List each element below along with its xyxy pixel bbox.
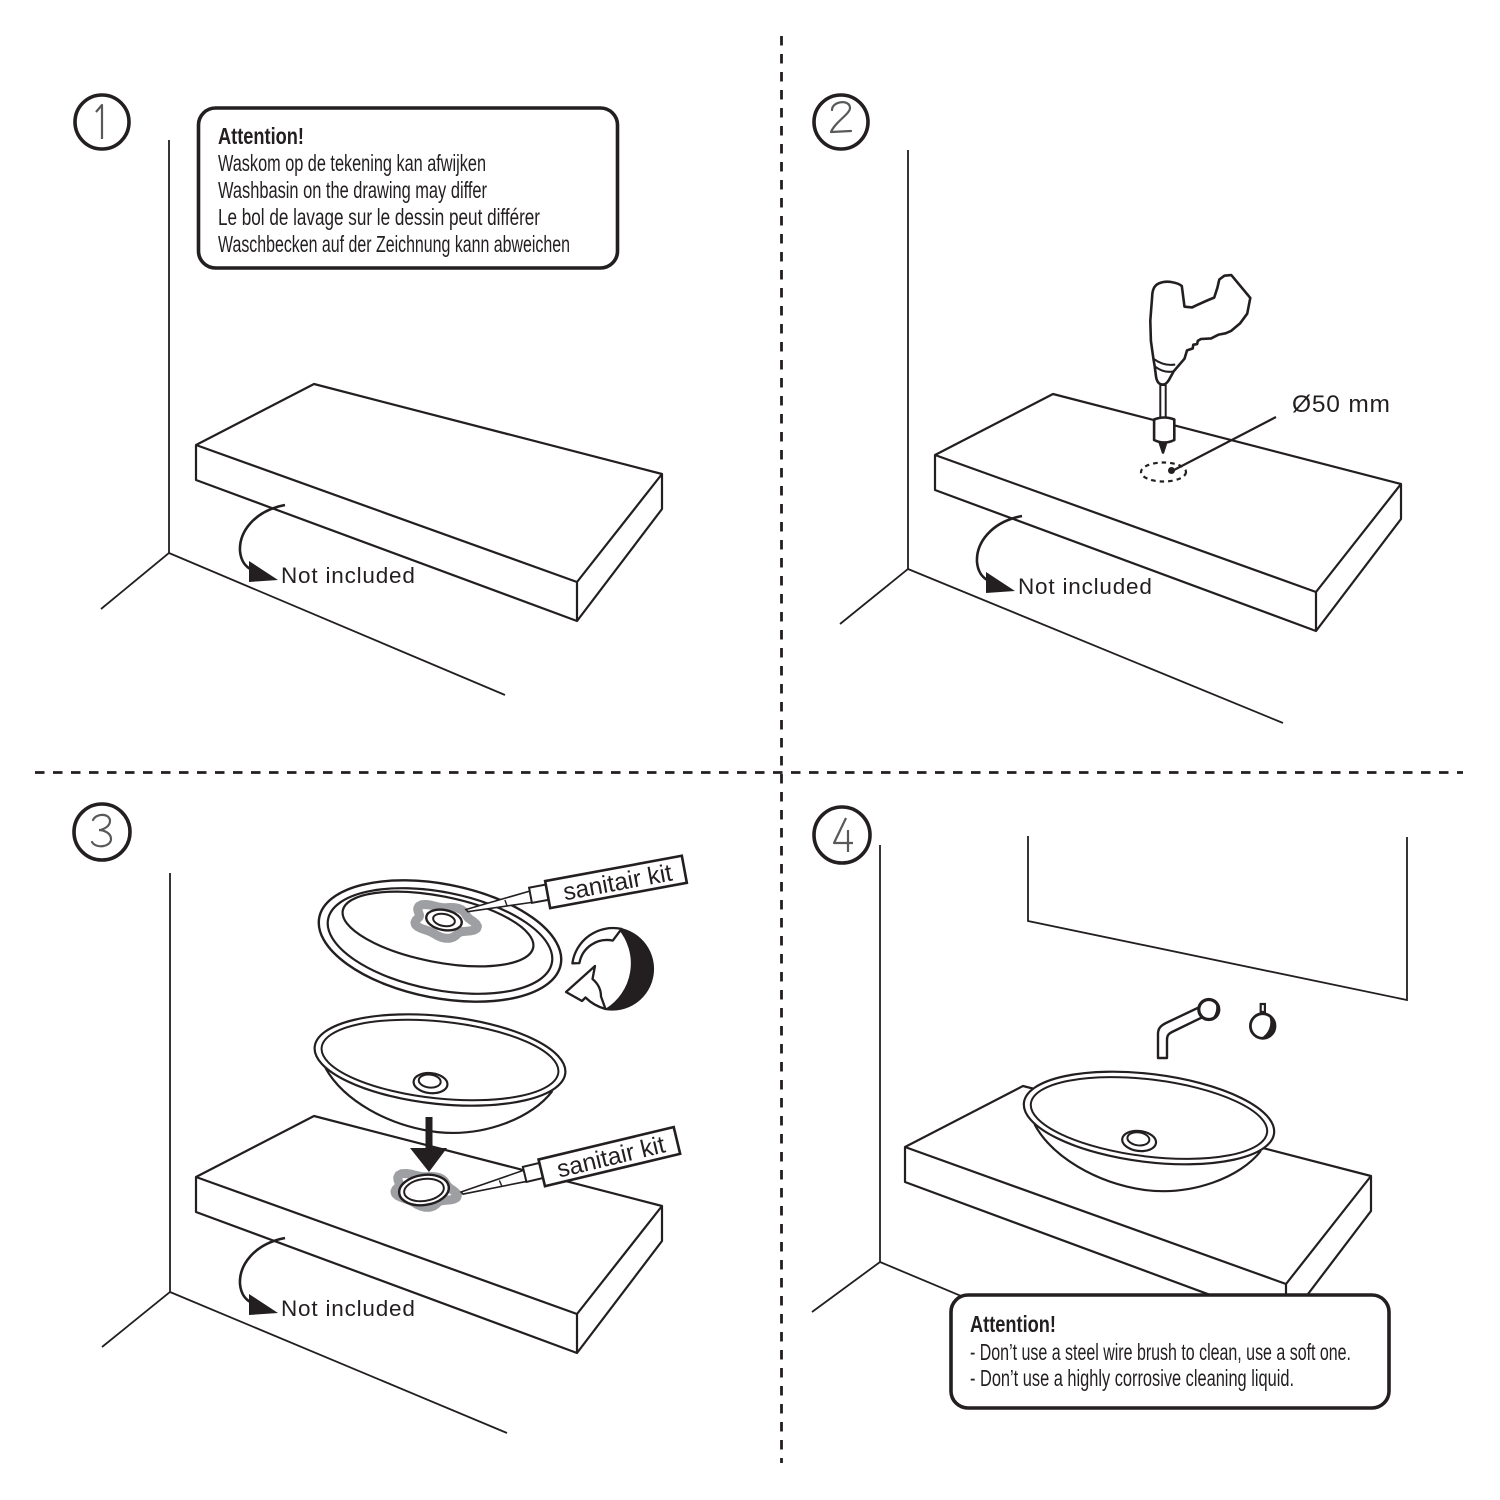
svg-text:Attention!: Attention!: [970, 1311, 1056, 1337]
svg-text:- Don’t use a steel wire brush: - Don’t use a steel wire brush to clean,…: [970, 1339, 1351, 1365]
svg-text:Washbasin on the drawing may d: Washbasin on the drawing may differ: [218, 177, 487, 203]
svg-text:Le bol de lavage sur le dessin: Le bol de lavage sur le dessin peut diff…: [218, 204, 540, 230]
svg-text:Waskom op de tekening kan afwi: Waskom op de tekening kan afwijken: [218, 150, 486, 176]
svg-text:- Don’t use a highly corrosive: - Don’t use a highly corrosive cleaning …: [970, 1365, 1294, 1391]
svg-text:Attention!: Attention!: [218, 123, 304, 149]
svg-text:Ø50 mm: Ø50 mm: [1292, 391, 1391, 418]
svg-text:Waschbecken auf der Zeichnung: Waschbecken auf der Zeichnung kann abwei…: [218, 231, 570, 257]
